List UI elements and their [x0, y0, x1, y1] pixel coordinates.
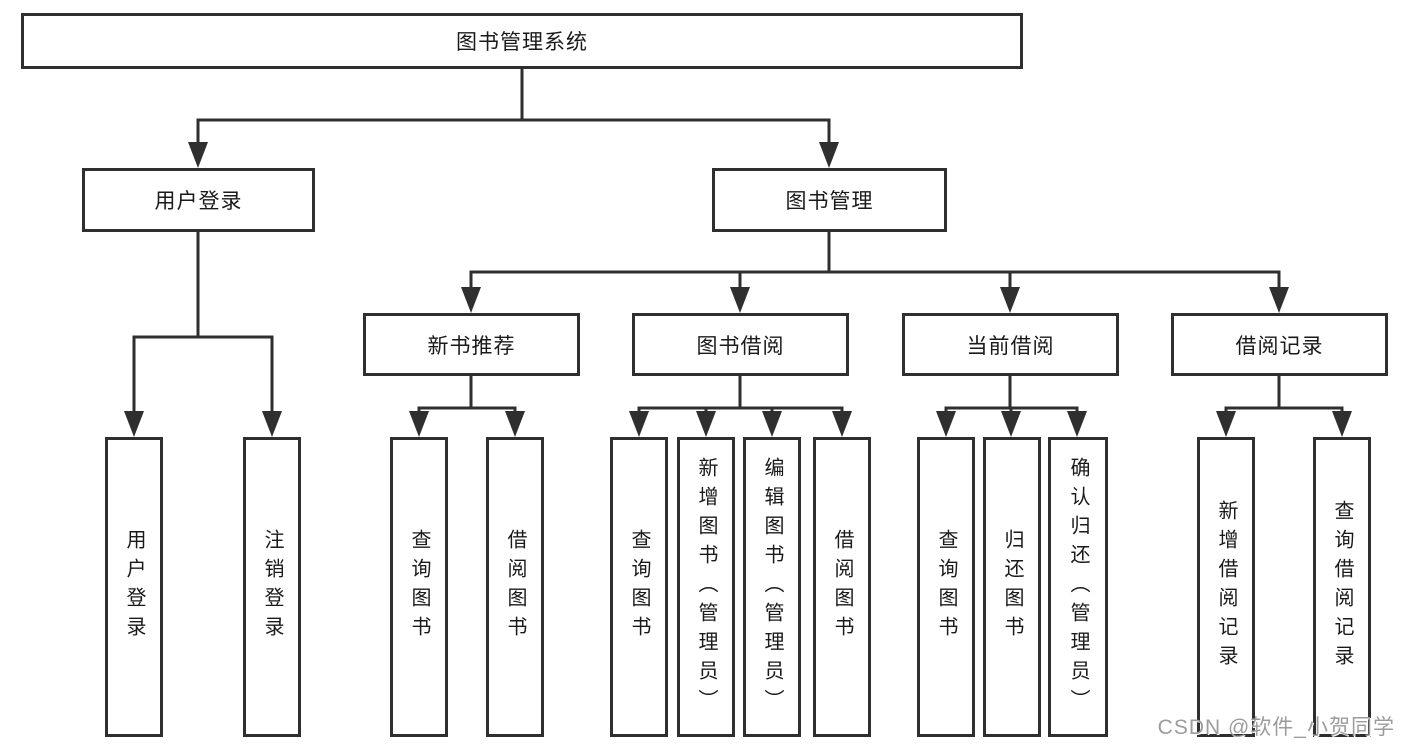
- leaf-user-login: 用户登录: [105, 437, 163, 737]
- node-new-book-recommend-label: 新书推荐: [427, 334, 516, 358]
- leaf-borrow-books-recommend-label: 借阅图书: [504, 529, 526, 645]
- leaf-borrow-books-borrowing: 借阅图书: [813, 437, 871, 737]
- leaf-query-books-current-label: 查询图书: [935, 529, 957, 645]
- leaf-query-books-borrowing-label: 查询图书: [628, 529, 650, 645]
- leaf-add-borrow-record: 新增借阅记录: [1197, 437, 1255, 737]
- leaf-borrow-books-borrowing-label: 借阅图书: [831, 529, 853, 645]
- node-current-borrowing-label: 当前借阅: [966, 334, 1055, 358]
- leaf-query-borrow-record-label: 查询借阅记录: [1331, 500, 1353, 674]
- leaf-edit-book-admin: 编辑图书（管理员）: [743, 437, 801, 737]
- leaf-confirm-return-admin: 确认归还（管理员）: [1048, 437, 1108, 737]
- connector-book-borrowing-to-leaves: [629, 376, 852, 437]
- leaf-query-books-recommend: 查询图书: [390, 437, 448, 737]
- leaf-query-books-borrowing: 查询图书: [610, 437, 668, 737]
- leaf-user-login-label: 用户登录: [123, 529, 145, 645]
- connector-user-login-to-leaves: [124, 232, 282, 437]
- leaf-add-book-admin-label: 新增图书（管理员）: [695, 456, 717, 718]
- leaf-logout: 注销登录: [243, 437, 301, 737]
- leaf-edit-book-admin-label: 编辑图书（管理员）: [761, 456, 783, 718]
- node-current-borrowing: 当前借阅: [902, 313, 1119, 376]
- leaf-add-book-admin: 新增图书（管理员）: [677, 437, 735, 737]
- leaf-return-books-label: 归还图书: [1001, 529, 1023, 645]
- leaf-query-books-current: 查询图书: [917, 437, 975, 737]
- node-new-book-recommend: 新书推荐: [363, 313, 580, 376]
- node-user-login: 用户登录: [82, 168, 315, 232]
- connector-root-to-level2: [188, 69, 839, 168]
- node-book-borrowing: 图书借阅: [632, 313, 849, 376]
- leaf-confirm-return-admin-label: 确认归还（管理员）: [1067, 456, 1089, 718]
- leaf-borrow-books-recommend: 借阅图书: [486, 437, 544, 737]
- node-book-management: 图书管理: [712, 168, 947, 232]
- leaf-query-borrow-record: 查询借阅记录: [1313, 437, 1371, 737]
- connector-current-borrowing-to-leaves: [936, 376, 1087, 437]
- node-root-label: 图书管理系统: [456, 31, 588, 54]
- node-borrowing-records-label: 借阅记录: [1235, 334, 1324, 358]
- leaf-query-books-recommend-label: 查询图书: [408, 529, 430, 645]
- node-user-login-label: 用户登录: [154, 190, 243, 213]
- node-book-borrowing-label: 图书借阅: [696, 334, 785, 358]
- connector-borrowing-records-to-leaves: [1216, 376, 1352, 437]
- node-book-management-label: 图书管理: [785, 190, 874, 213]
- leaf-add-borrow-record-label: 新增借阅记录: [1215, 500, 1237, 674]
- watermark: CSDN @软件_小贺同学: [1157, 716, 1395, 739]
- node-root: 图书管理系统: [21, 13, 1023, 69]
- connector-new-book-recommend-to-leaves: [409, 376, 525, 437]
- leaf-return-books: 归还图书: [983, 437, 1041, 737]
- node-borrowing-records: 借阅记录: [1171, 313, 1388, 376]
- connector-book-management-to-level3: [461, 232, 1289, 313]
- leaf-logout-label: 注销登录: [261, 529, 283, 645]
